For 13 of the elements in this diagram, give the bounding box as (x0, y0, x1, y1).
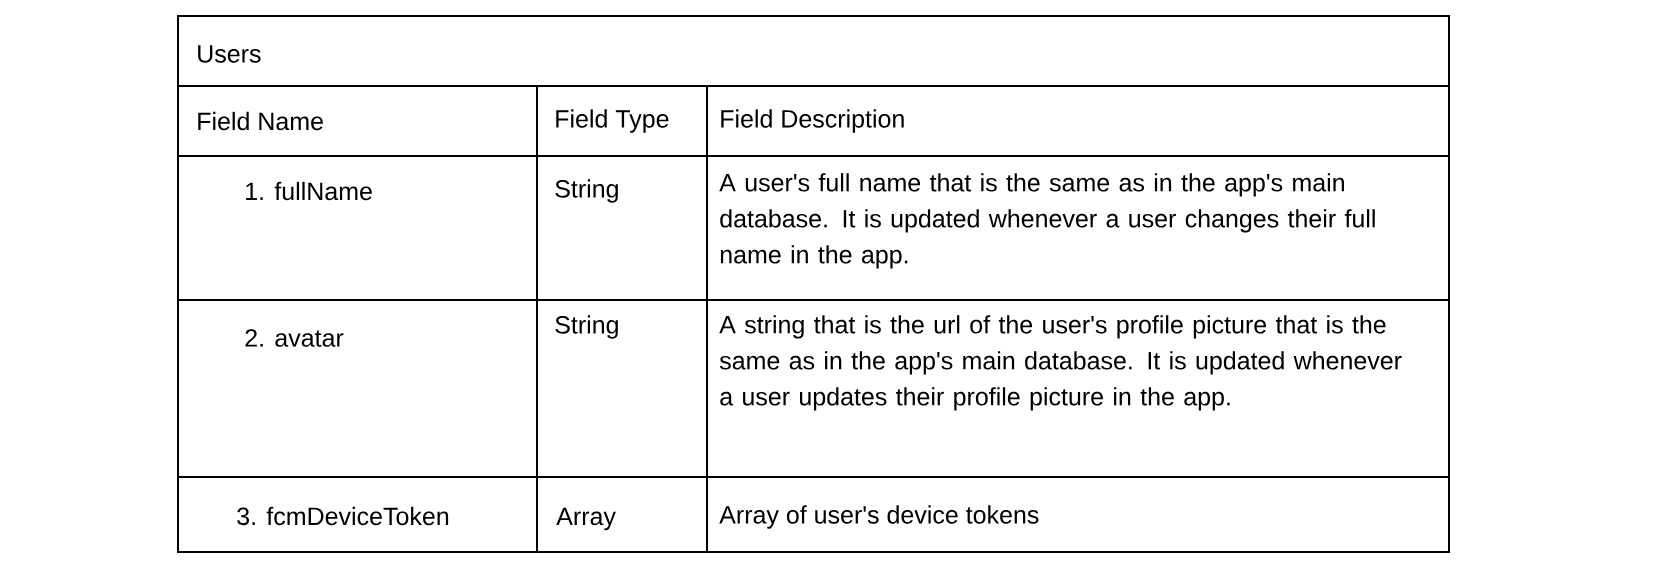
field-name: 1. fullName (246, 181, 372, 201)
column-header: Field Description (721, 109, 904, 133)
field-description: A user's full name that is the same as in the app's main database. It is updated whenever a user changes their full name in the app. (719, 173, 1375, 269)
column-header: Field Name (198, 111, 323, 131)
field-name: 2. avatar (245, 329, 344, 347)
field-description: A string that is the url of the user's profile picture that is the same as in the app's main database. It is updated whenever a user updates their profile picture in the app. (719, 315, 1402, 411)
field-description: Array of user's device tokens (719, 505, 1039, 529)
field-type: String (555, 315, 618, 339)
field-name: 3. fcmDeviceToken (237, 506, 449, 526)
field-type: Array (556, 507, 616, 531)
table-title: Users (198, 45, 261, 63)
field-type: String (555, 179, 618, 203)
column-header: Field Type (556, 109, 669, 133)
